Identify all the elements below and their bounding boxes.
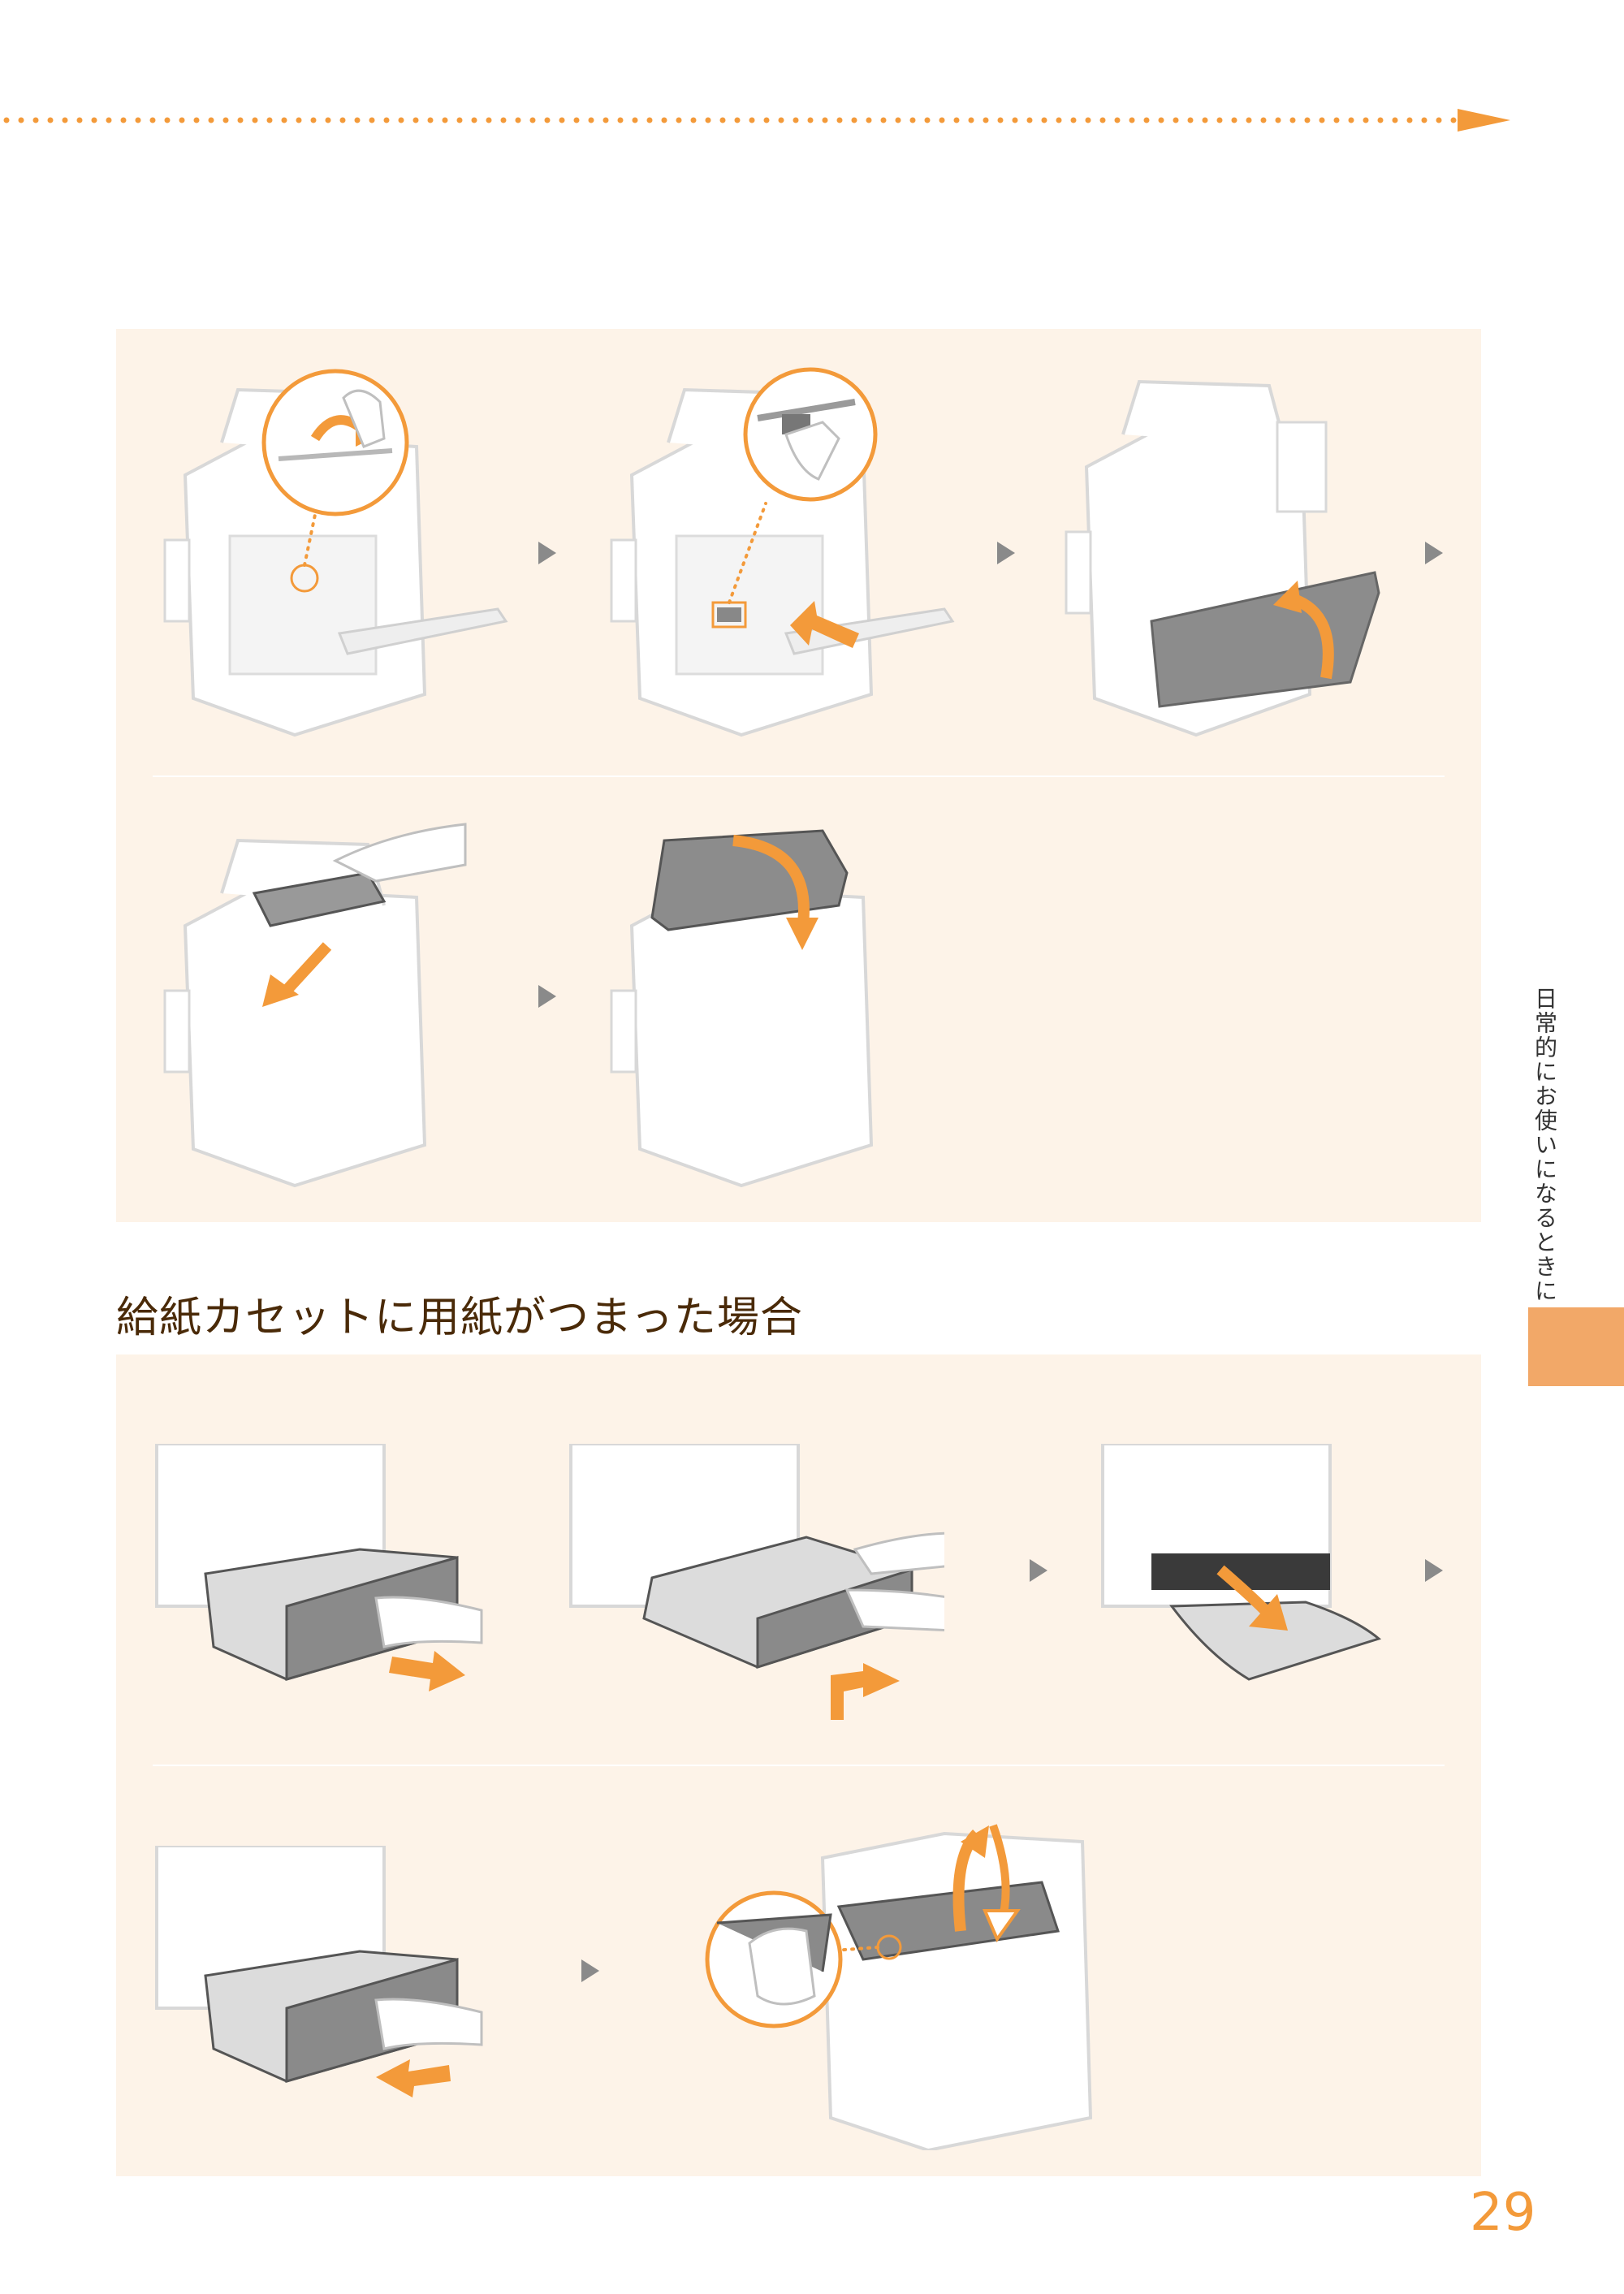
printer-insert-toner-illustration xyxy=(163,823,467,1188)
next-step-arrow xyxy=(581,1959,599,1982)
side-tab-label: 日常的にお使いになるときに xyxy=(1531,987,1558,1303)
next-step-arrow xyxy=(1425,542,1443,564)
lift-cassette-illustration xyxy=(569,1444,944,1720)
page-number: 29 xyxy=(1470,2183,1536,2243)
printer-close-front-cover-illustration xyxy=(1065,379,1380,737)
section-title: 給紙カセットに用紙がつまった場合 xyxy=(116,1294,803,1342)
open-close-cover-illustration xyxy=(705,1824,1093,2150)
procedure-panel-top xyxy=(116,329,1481,1222)
procedure-panel-cassette xyxy=(116,1354,1481,2176)
remove-jammed-paper-illustration xyxy=(1101,1444,1382,1681)
next-step-arrow xyxy=(538,985,556,1008)
printer-open-lever-illustration xyxy=(163,369,508,737)
panel-divider xyxy=(153,775,1445,777)
dotted-arrow-line xyxy=(3,109,1510,132)
printer-close-top-cover-illustration xyxy=(610,829,874,1188)
side-tab-marker xyxy=(1528,1307,1624,1386)
push-cassette-back-illustration xyxy=(155,1846,483,2097)
pull-out-cassette-illustration xyxy=(155,1444,483,1691)
next-step-arrow xyxy=(1425,1559,1443,1582)
panel-divider xyxy=(153,1765,1445,1766)
next-step-arrow xyxy=(538,542,556,564)
next-step-arrow xyxy=(997,542,1015,564)
printer-slide-handle-illustration xyxy=(610,367,955,737)
next-step-arrow xyxy=(1030,1559,1047,1582)
